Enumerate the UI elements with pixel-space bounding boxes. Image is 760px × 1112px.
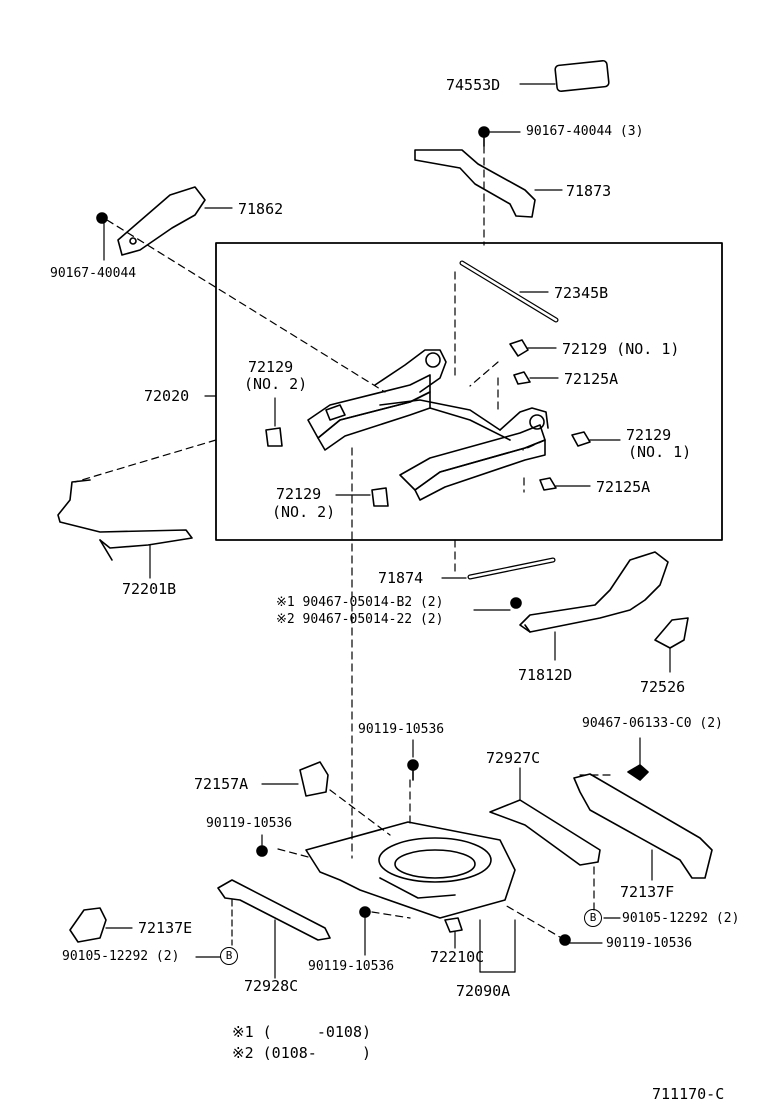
label-72927C: 72927C [486, 749, 541, 767]
label-72020: 72020 [144, 387, 190, 405]
clip-72129-no2-a [265, 397, 283, 447]
part-71812D [519, 551, 669, 661]
part-72526 [654, 617, 689, 673]
bolt-90119-right [559, 934, 603, 946]
clip-72129-no1-b [571, 431, 621, 447]
part-72157A [261, 761, 329, 797]
label-71873: 71873 [566, 182, 612, 200]
label-72210C: 72210C [430, 948, 485, 966]
label-72129-no2-b-sub: (NO. 2) [272, 503, 336, 521]
label-90467-06133-C0: 90467-06133-C0 (2) [582, 716, 723, 731]
footnote-1: ※1 ( -0108) [232, 1023, 371, 1041]
label-72928C: 72928C [244, 977, 299, 995]
label-90467-05014-B2: ※1 90467-05014-B2 (2) [276, 595, 444, 610]
label-72526: 72526 [640, 678, 686, 696]
clip-72125A-b [539, 477, 591, 491]
label-72137E: 72137E [138, 919, 193, 937]
figure-code: 711170-C [652, 1085, 725, 1103]
bolt-90467-05014 [473, 597, 522, 611]
label-72129-no2-a-sub: (NO. 2) [244, 375, 308, 393]
label-90119-10536-top: 90119-10536 [358, 722, 445, 737]
part-72345B [459, 260, 559, 323]
b-marker-right: B [584, 909, 602, 927]
screw-90167-top [478, 126, 521, 147]
label-90105-12292-left: 90105-12292 (2) [62, 949, 180, 964]
part-72210C [444, 917, 463, 949]
part-74553D [519, 59, 610, 93]
assembly-frame [215, 242, 723, 541]
clip-72129-no1-a [509, 339, 557, 357]
b-marker-left: B [220, 947, 238, 965]
label-74553D: 74553D [446, 76, 501, 94]
label-90105-12292-right: 90105-12292 (2) [622, 911, 740, 926]
screw-90167-left [96, 212, 108, 261]
part-72928C [217, 879, 331, 979]
label-90119-10536-right: 90119-10536 [606, 936, 693, 951]
label-90119-10536-left: 90119-10536 [206, 816, 293, 831]
part-72201B [57, 479, 193, 579]
label-72125A-b: 72125A [596, 478, 651, 496]
part-72927C [489, 767, 601, 866]
label-72129-no1-b-code: 72129 [626, 426, 672, 444]
clip-72125A-a [513, 371, 559, 385]
seat-track-right [379, 399, 549, 501]
part-72137E [69, 907, 133, 943]
bolt-90119-top [407, 739, 419, 781]
label-72201B: 72201B [122, 580, 177, 598]
label-90167-40044: 90167-40044 [50, 266, 137, 281]
part-72090A [305, 821, 516, 973]
label-72345B: 72345B [554, 284, 609, 302]
label-90119-10536-bottom: 90119-10536 [308, 959, 395, 974]
label-72129-no1-a: 72129 (NO. 1) [562, 340, 680, 358]
seat-track-left [307, 349, 447, 451]
label-90167-40044-qty3: 90167-40044 (3) [526, 124, 644, 139]
label-71812D: 71812D [518, 666, 573, 684]
label-72157A: 72157A [194, 775, 249, 793]
bolt-90119-bottom [359, 906, 371, 956]
label-71874: 71874 [378, 569, 424, 587]
label-72125A-a: 72125A [564, 370, 619, 388]
label-90467-05014-22: ※2 90467-05014-22 (2) [276, 612, 444, 627]
bolt-90119-left [256, 834, 268, 857]
part-71862 [117, 186, 233, 256]
clip-90467-06133 [627, 737, 649, 781]
part-71873 [414, 149, 563, 218]
label-72129-no1-b-sub: (NO. 1) [628, 443, 692, 461]
label-72129-no2-a-code: 72129 [248, 358, 294, 376]
label-72137F: 72137F [620, 883, 675, 901]
label-72129-no2-b-code: 72129 [276, 485, 322, 503]
label-72090A: 72090A [456, 982, 511, 1000]
part-72137F [573, 773, 713, 881]
clip-72129-no2-b [335, 487, 389, 507]
part-71874 [441, 557, 556, 580]
footnote-2: ※2 (0108- ) [232, 1044, 371, 1062]
label-71862: 71862 [238, 200, 284, 218]
